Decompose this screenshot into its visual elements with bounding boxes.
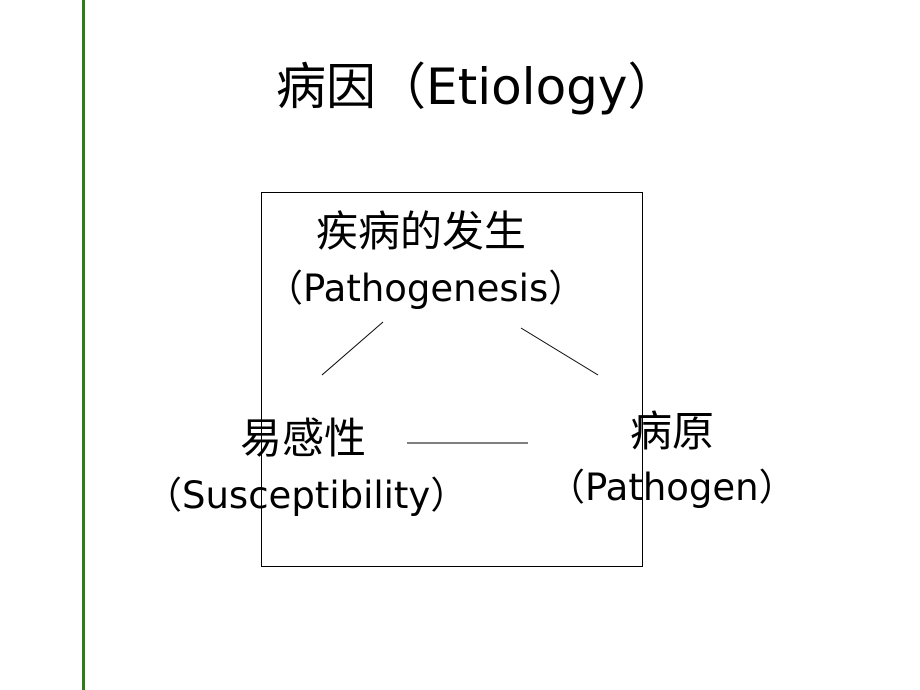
susceptibility-label-zh: 易感性 [240, 414, 367, 463]
diagram-frame [261, 192, 643, 567]
susceptibility-label-en: （Susceptibility） [145, 474, 468, 517]
pathogenesis-label-en: （Pathogenesis） [266, 267, 586, 310]
pathogen-label-zh: 病原 [630, 407, 715, 456]
slide-title: 病因（Etiology） [276, 58, 678, 116]
left-accent-rule [82, 0, 85, 690]
pathogenesis-label-zh: 疾病的发生 [316, 207, 527, 256]
pathogen-label-en: （Pathogen） [548, 466, 796, 509]
